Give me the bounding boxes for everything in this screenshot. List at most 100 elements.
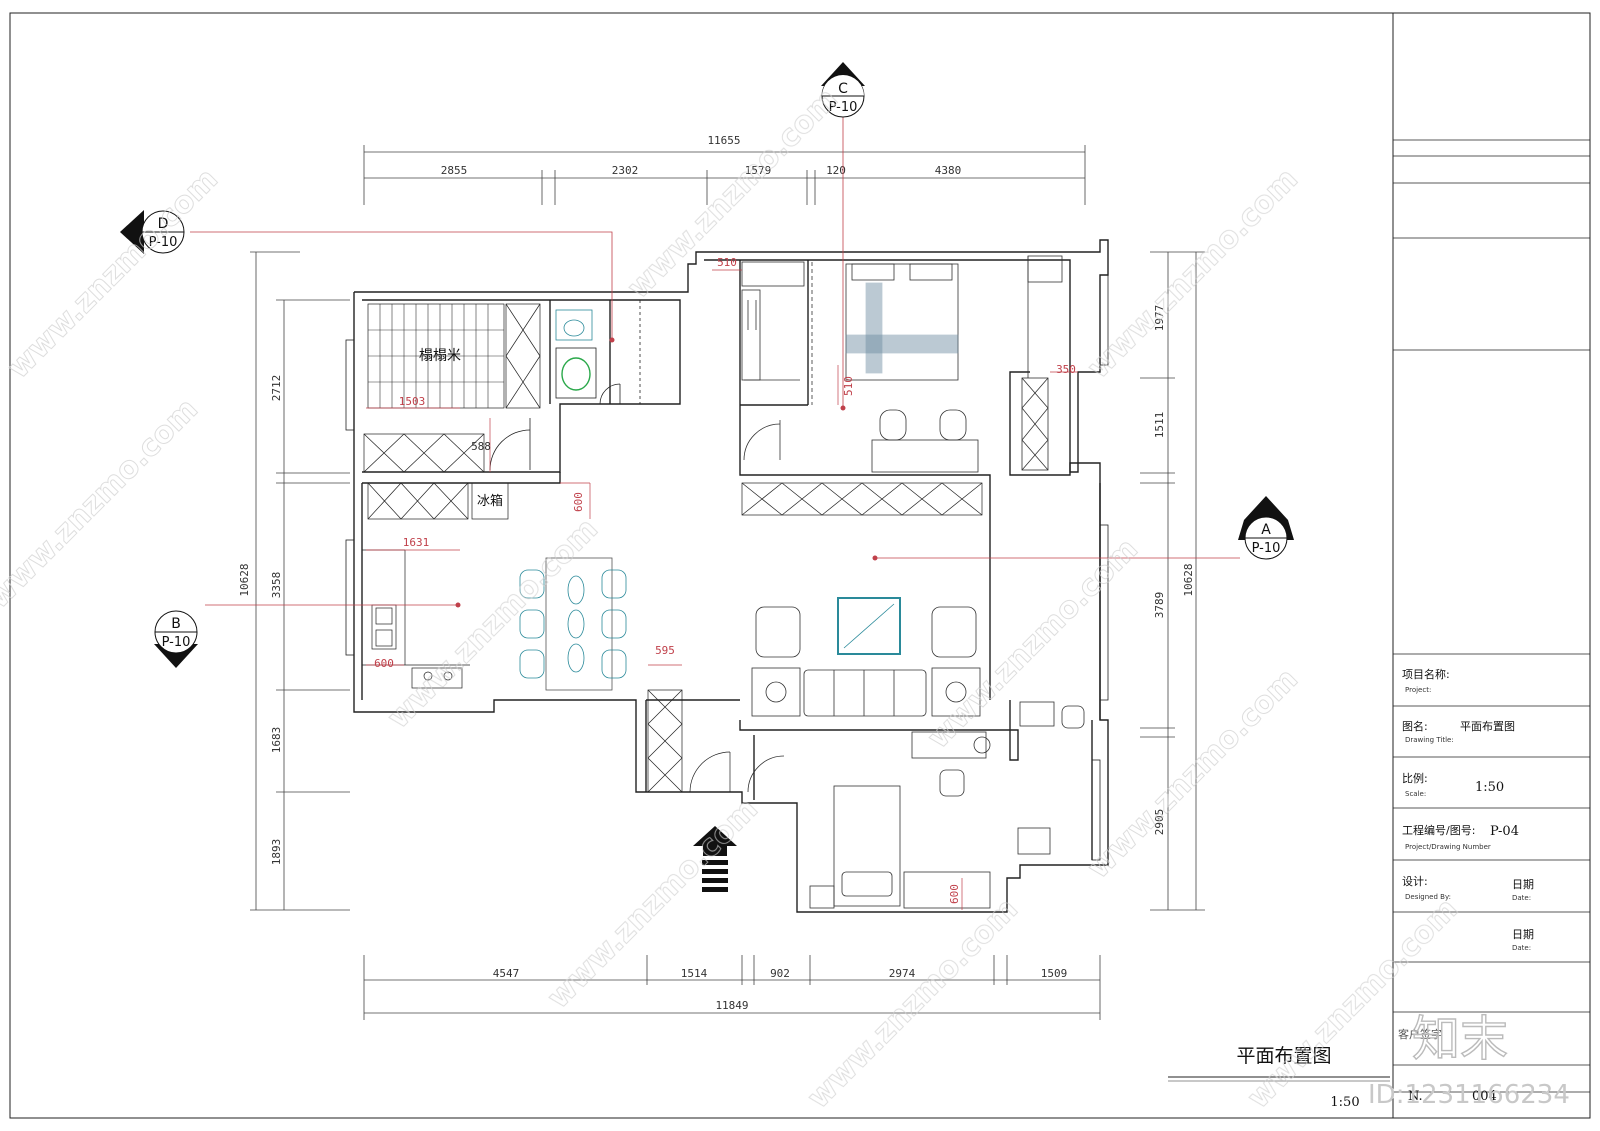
section-sheet-d: P-10 bbox=[149, 235, 178, 250]
scale-sub: Scale: bbox=[1405, 790, 1426, 798]
tatami-area bbox=[363, 303, 541, 473]
inner-dim-4: 1503 bbox=[399, 395, 426, 408]
left-dimensions bbox=[250, 251, 350, 911]
right-dim-4: 2905 bbox=[1153, 809, 1166, 836]
kitchen bbox=[362, 482, 509, 689]
walk-in-closet bbox=[741, 261, 813, 461]
section-marker-c: C P-10 bbox=[821, 62, 865, 118]
right-dimensions bbox=[1140, 251, 1205, 911]
inner-dim-8: 600 bbox=[374, 657, 394, 670]
right-total-dim: 10628 bbox=[1182, 563, 1195, 596]
top-dim-2: 2302 bbox=[612, 164, 639, 177]
project-label: 项目名称: bbox=[1402, 667, 1450, 681]
left-dim-2: 3358 bbox=[270, 572, 283, 599]
section-sheet-b: P-10 bbox=[162, 635, 191, 650]
client-signature-label: 客户签字 bbox=[1398, 1027, 1442, 1041]
svg-text:www.znzmo.com: www.znzmo.com bbox=[801, 892, 1025, 1116]
windows bbox=[345, 274, 1109, 861]
top-dim-4: 120 bbox=[826, 164, 846, 177]
dining-table-set bbox=[519, 557, 627, 691]
section-marker-a: A P-10 bbox=[1238, 496, 1294, 560]
top-dim-1: 2855 bbox=[441, 164, 468, 177]
svg-text:www.znzmo.com: www.znzmo.com bbox=[1, 162, 225, 386]
drawing-title-sub: Drawing Title: bbox=[1405, 736, 1454, 744]
bottom-dim-2: 1514 bbox=[681, 967, 708, 980]
left-dim-4: 1893 bbox=[270, 839, 283, 866]
fridge-label: 冰箱 bbox=[477, 493, 503, 509]
designer-sub: Designed By: bbox=[1405, 893, 1451, 901]
section-marker-b: B P-10 bbox=[154, 610, 198, 668]
section-marker-d: D P-10 bbox=[120, 210, 185, 254]
svg-text:www.znzmo.com: www.znzmo.com bbox=[921, 532, 1145, 756]
bottom-dimensions bbox=[363, 955, 1101, 1020]
inner-dim-5: 588 bbox=[471, 440, 491, 453]
bathroom-fixtures bbox=[489, 300, 641, 471]
section-letter-c: C bbox=[838, 81, 848, 97]
bottom-total-dim: 11849 bbox=[715, 999, 748, 1012]
master-bedroom bbox=[845, 255, 1063, 473]
section-sheet-a: P-10 bbox=[1252, 541, 1281, 556]
title-block-lines bbox=[1393, 139, 1590, 1093]
svg-text:www.znzmo.com: www.znzmo.com bbox=[1081, 162, 1305, 386]
entrance-cabinet bbox=[647, 689, 731, 793]
left-total-dim: 10628 bbox=[238, 563, 251, 596]
drawing-caption: 平面布置图 bbox=[1236, 1045, 1331, 1067]
bottom-dim-3: 902 bbox=[770, 967, 790, 980]
bottom-dim-5: 1509 bbox=[1041, 967, 1068, 980]
svg-text:www.znzmo.com: www.znzmo.com bbox=[1081, 662, 1305, 886]
left-dim-3: 1683 bbox=[270, 727, 283, 754]
leader-dots bbox=[455, 337, 878, 608]
right-dim-2: 1511 bbox=[1153, 412, 1166, 439]
drawing-title-value: 平面布置图 bbox=[1460, 720, 1515, 733]
section-letter-a: A bbox=[1261, 522, 1271, 538]
top-dim-3: 1579 bbox=[745, 164, 772, 177]
drawing-number-value: P-04 bbox=[1490, 824, 1519, 839]
tatami-label: 榻榻米 bbox=[419, 348, 461, 364]
section-sheet-c: P-10 bbox=[829, 100, 858, 115]
svg-text:www.znzmo.com: www.znzmo.com bbox=[541, 792, 765, 1016]
date-sub-2: Date: bbox=[1512, 944, 1531, 952]
section-leaders bbox=[190, 115, 1240, 606]
project-sub: Project: bbox=[1405, 686, 1431, 694]
watermark-logo: 知末 bbox=[1412, 1011, 1508, 1067]
living-furniture bbox=[751, 597, 1085, 797]
inner-dim-10: 600 bbox=[948, 884, 961, 904]
inner-dim-6: 600 bbox=[572, 492, 585, 512]
inner-dim-7: 1631 bbox=[403, 536, 430, 549]
drawing-title-label: 图名: bbox=[1402, 719, 1428, 733]
svg-text:www.znzmo.com: www.znzmo.com bbox=[621, 82, 845, 306]
sheet-no-value: 004 bbox=[1472, 1089, 1497, 1104]
date-sub: Date: bbox=[1512, 894, 1531, 902]
watermark-id: ID:1231166234 bbox=[1368, 1080, 1570, 1110]
inner-dim-3: 350 bbox=[1056, 363, 1076, 376]
bottom-dim-4: 2974 bbox=[889, 967, 916, 980]
scale-value: 1:50 bbox=[1475, 780, 1504, 795]
second-bedroom bbox=[747, 755, 1051, 909]
top-dim-5: 4380 bbox=[935, 164, 962, 177]
inner-dim-2: 510 bbox=[842, 376, 855, 396]
inner-dimension-lines bbox=[366, 269, 1078, 910]
drawing-caption-scale: 1:50 bbox=[1330, 1095, 1359, 1110]
inner-dim-9: 595 bbox=[655, 644, 675, 657]
top-dimensions bbox=[363, 145, 1086, 205]
inner-dim-1: 510 bbox=[717, 256, 737, 269]
sheet-no-label: N. bbox=[1408, 1089, 1423, 1104]
drawing-number-label: 工程编号/图号: bbox=[1402, 823, 1475, 837]
left-dim-1: 2712 bbox=[270, 375, 283, 402]
designer-label: 设计: bbox=[1402, 875, 1428, 888]
right-dim-3: 3789 bbox=[1153, 592, 1166, 619]
date-label-2: 日期 bbox=[1512, 928, 1534, 941]
watermarks: www.znzmo.com www.znzmo.com www.znzmo.co… bbox=[0, 81, 1465, 1116]
top-total-dim: 11655 bbox=[707, 134, 740, 147]
svg-text:www.znzmo.com: www.znzmo.com bbox=[0, 392, 205, 616]
section-letter-b: B bbox=[171, 616, 181, 632]
right-dim-1: 1977 bbox=[1153, 305, 1166, 332]
drawing-number-sub: Project/Drawing Number bbox=[1405, 843, 1491, 851]
date-label: 日期 bbox=[1512, 878, 1534, 891]
living-cabinets bbox=[741, 482, 983, 516]
section-letter-d: D bbox=[158, 216, 169, 232]
bottom-dim-1: 4547 bbox=[493, 967, 520, 980]
scale-label: 比例: bbox=[1402, 771, 1428, 785]
entrance-arrow-icon bbox=[693, 826, 737, 892]
